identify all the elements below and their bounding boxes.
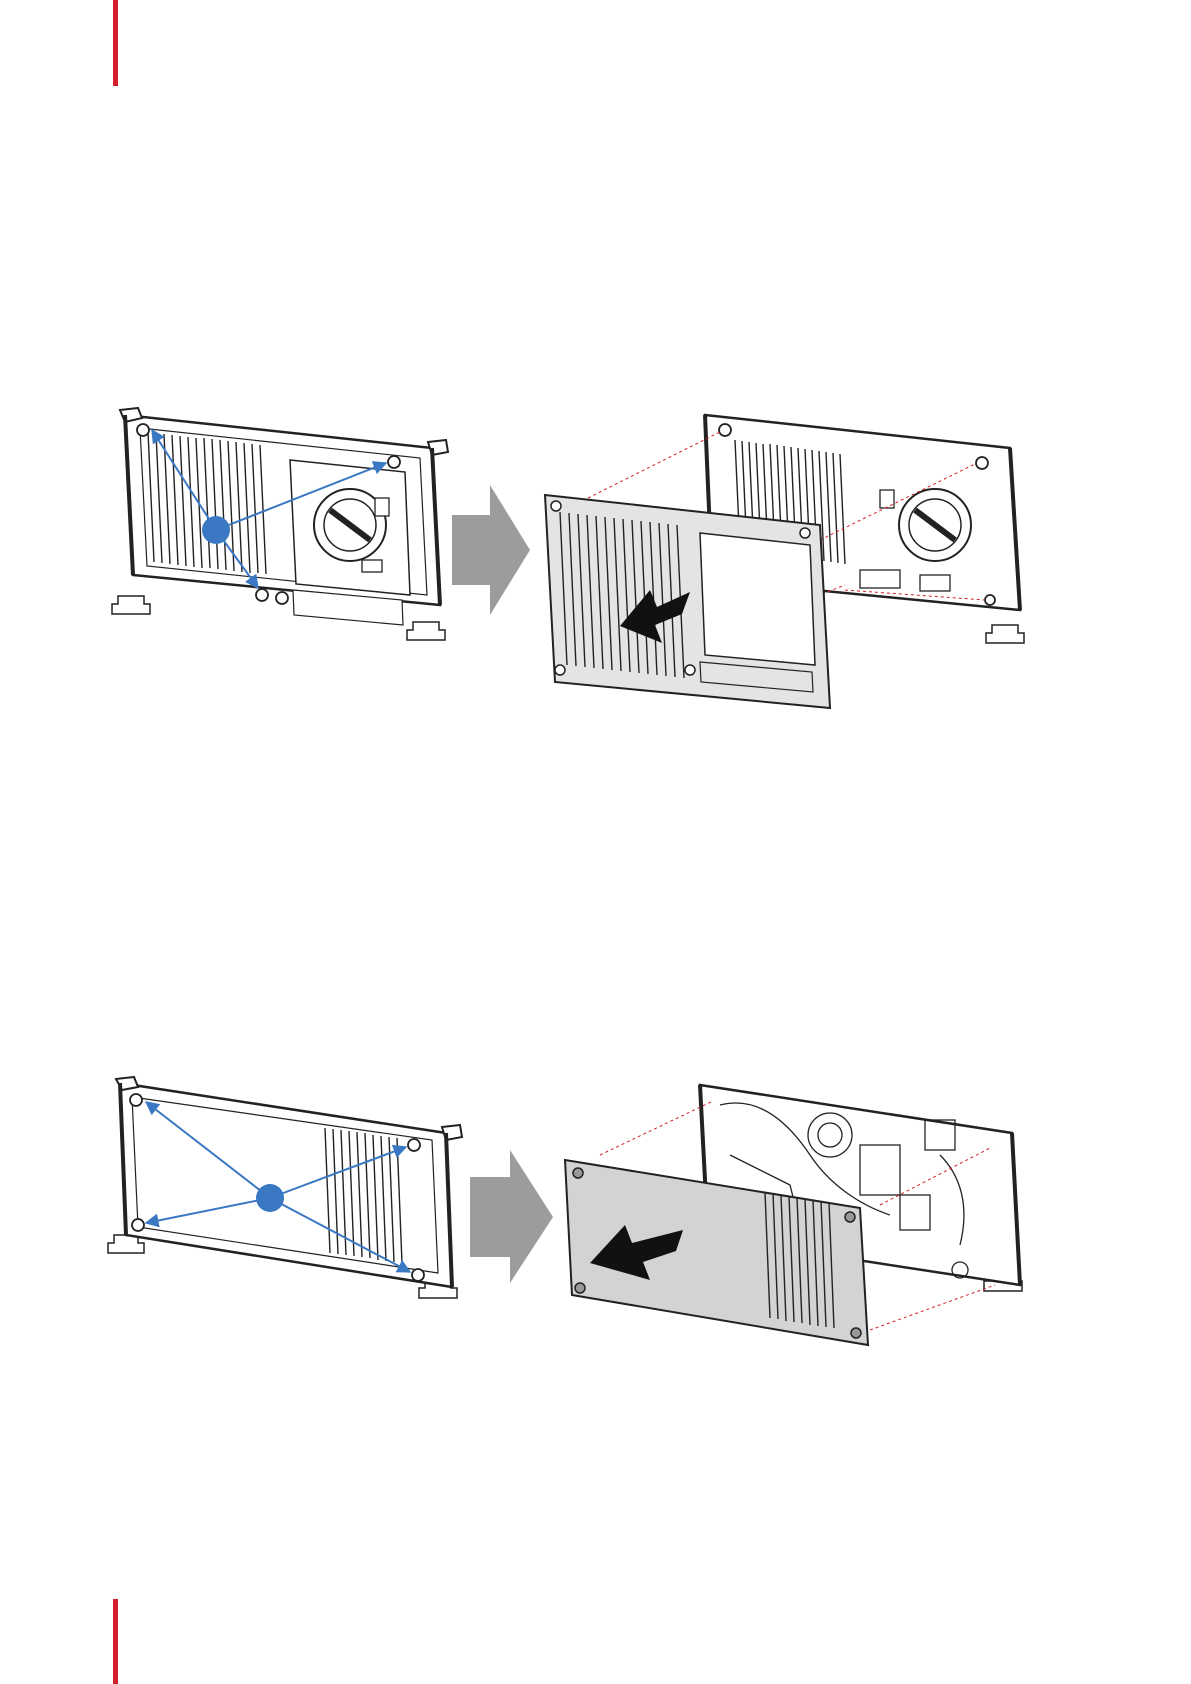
direction-arrow xyxy=(452,485,530,615)
figure-side-cover-removal xyxy=(0,1065,1191,1355)
page-marker-top xyxy=(113,0,118,86)
projector-side-closed xyxy=(108,1077,462,1298)
direction-arrow xyxy=(470,1150,553,1283)
figure-front-cover-removal xyxy=(0,400,1191,720)
page-marker-bottom xyxy=(113,1599,118,1684)
projector-front-closed xyxy=(112,408,448,640)
front-cover-detached xyxy=(545,495,830,708)
